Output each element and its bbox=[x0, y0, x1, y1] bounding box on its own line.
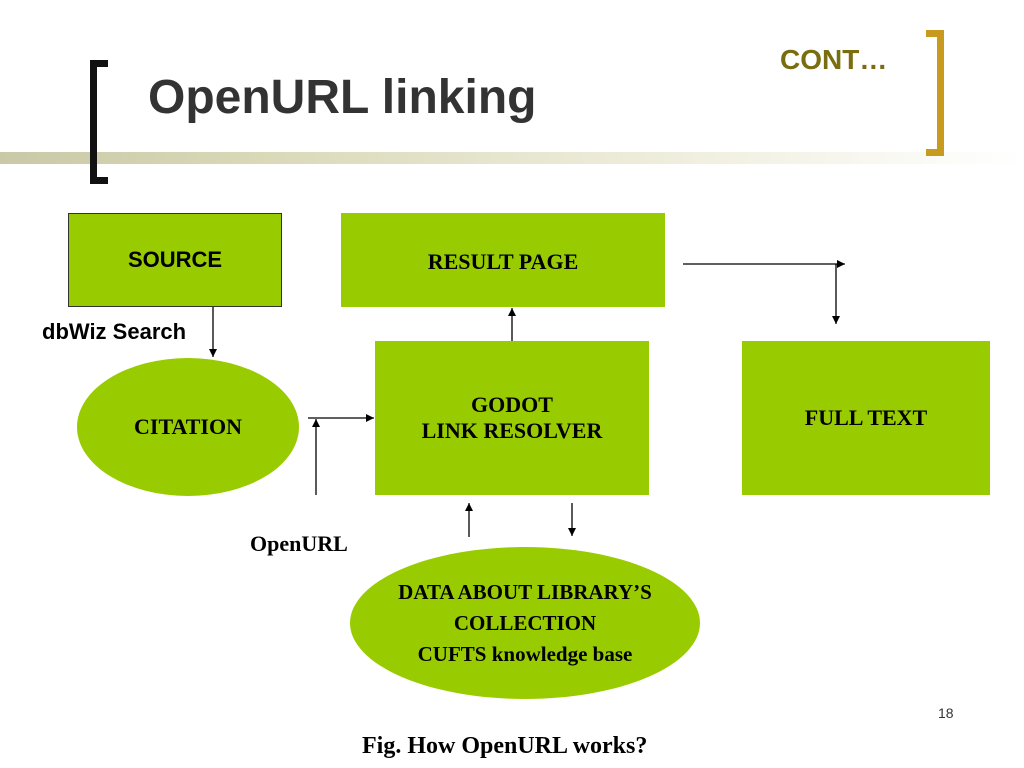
source-label: SOURCE bbox=[127, 247, 223, 272]
openurl-label: OpenURL bbox=[250, 531, 348, 556]
result-page-label: RESULT PAGE bbox=[427, 249, 579, 274]
godot-link-resolver-box: GODOT LINK RESOLVER bbox=[375, 341, 649, 495]
citation-label: CITATION bbox=[134, 414, 242, 439]
title-underline-bar bbox=[0, 152, 1024, 164]
figure-caption: Fig. How OpenURL works? bbox=[362, 733, 648, 759]
continued-label: CONT… bbox=[780, 44, 888, 75]
right-bracket-decoration bbox=[926, 30, 944, 156]
dbwiz-search-label: dbWiz Search bbox=[42, 319, 187, 344]
source-box: SOURCE bbox=[68, 213, 282, 307]
library-data-line-1: DATA ABOUT LIBRARY’S bbox=[398, 579, 652, 604]
citation-ellipse: CITATION bbox=[77, 358, 299, 496]
godot-label-line-2: LINK RESOLVER bbox=[421, 418, 603, 443]
godot-label-line-1: GODOT bbox=[471, 392, 553, 417]
slide-number: 18 bbox=[938, 705, 954, 721]
library-data-line-2: COLLECTION bbox=[453, 610, 597, 635]
slide-title: OpenURL linking bbox=[148, 71, 537, 124]
library-data-ellipse: DATA ABOUT LIBRARY’S COLLECTION CUFTS kn… bbox=[350, 547, 700, 699]
library-data-line-3: CUFTS knowledge base bbox=[417, 641, 633, 666]
full-text-box: FULL TEXT bbox=[742, 341, 990, 495]
result-page-box: RESULT PAGE bbox=[341, 213, 665, 307]
full-text-label: FULL TEXT bbox=[804, 405, 928, 430]
left-bracket-decoration bbox=[90, 60, 108, 184]
